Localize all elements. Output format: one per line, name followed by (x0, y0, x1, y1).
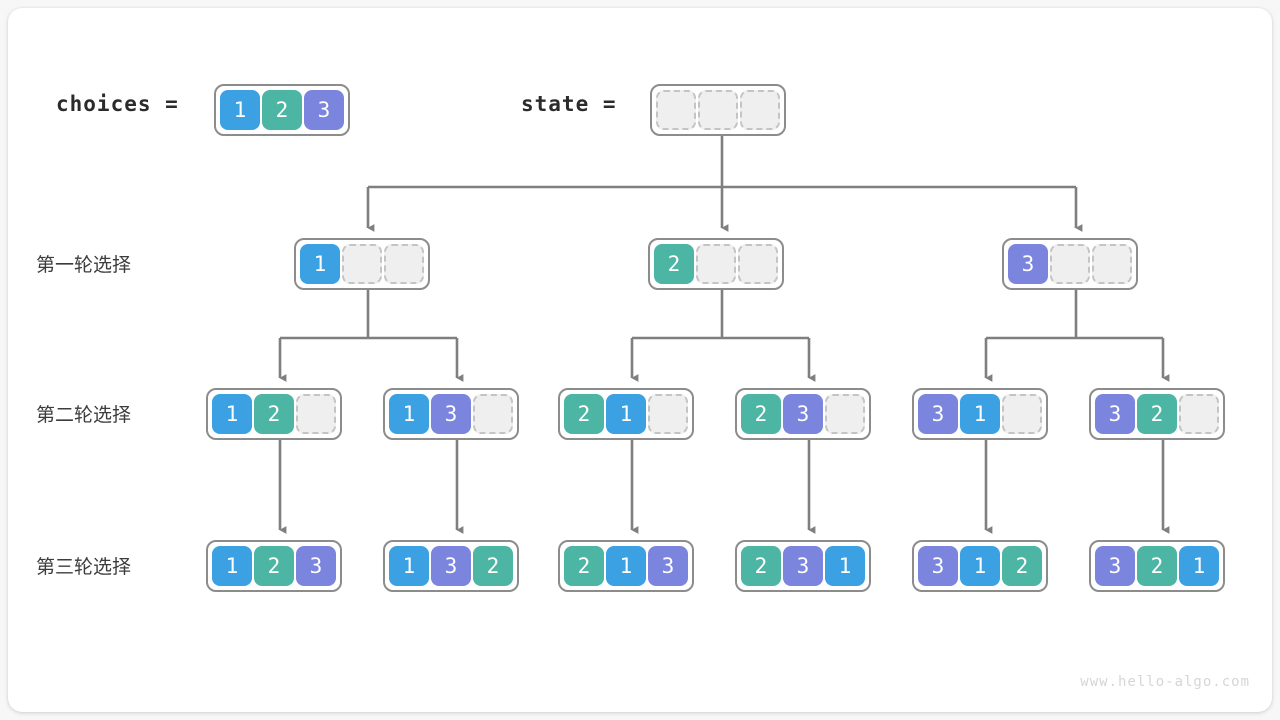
array-cell-empty (296, 394, 336, 434)
state-label: state = (521, 92, 617, 116)
diagram-card (8, 8, 1272, 712)
level1-node-3: 3 (1002, 238, 1138, 290)
state-array (650, 84, 786, 136)
array-cell-filled: 3 (918, 546, 958, 586)
row-label-round-3: 第三轮选择 (36, 557, 132, 578)
level1-node-2: 2 (648, 238, 784, 290)
array-cell-empty (648, 394, 688, 434)
array-cell-empty (1002, 394, 1042, 434)
array-cell-filled: 3 (304, 90, 344, 130)
array-cell-filled: 2 (654, 244, 694, 284)
array-cell-filled: 2 (1137, 394, 1177, 434)
array-cell-filled: 3 (296, 546, 336, 586)
row-label-round-2: 第二轮选择 (36, 405, 132, 426)
array-cell-filled: 1 (606, 394, 646, 434)
array-cell-filled: 3 (918, 394, 958, 434)
array-cell-empty (1092, 244, 1132, 284)
array-cell-empty (738, 244, 778, 284)
array-cell-empty (656, 90, 696, 130)
array-cell-filled: 2 (1002, 546, 1042, 586)
array-cell-empty (1050, 244, 1090, 284)
array-cell-filled: 2 (473, 546, 513, 586)
array-cell-filled: 2 (254, 394, 294, 434)
array-cell-filled: 1 (389, 394, 429, 434)
array-cell-empty (698, 90, 738, 130)
array-cell-filled: 2 (254, 546, 294, 586)
array-cell-filled: 2 (564, 546, 604, 586)
array-cell-filled: 3 (783, 394, 823, 434)
array-cell-empty (342, 244, 382, 284)
array-cell-filled: 3 (1095, 546, 1135, 586)
array-cell-filled: 1 (389, 546, 429, 586)
array-cell-filled: 3 (648, 546, 688, 586)
array-cell-filled: 3 (1008, 244, 1048, 284)
watermark: www.hello-algo.com (1080, 674, 1250, 690)
array-cell-filled: 1 (220, 90, 260, 130)
array-cell-empty (696, 244, 736, 284)
array-cell-filled: 1 (212, 546, 252, 586)
array-cell-empty (740, 90, 780, 130)
array-cell-filled: 1 (212, 394, 252, 434)
array-cell-empty (825, 394, 865, 434)
array-cell-filled: 3 (783, 546, 823, 586)
array-cell-filled: 1 (960, 546, 1000, 586)
array-cell-filled: 3 (1095, 394, 1135, 434)
array-cell-filled: 2 (564, 394, 604, 434)
array-cell-empty (473, 394, 513, 434)
array-cell-filled: 1 (1179, 546, 1219, 586)
array-cell-filled: 2 (741, 546, 781, 586)
array-cell-filled: 3 (431, 394, 471, 434)
array-cell-filled: 1 (300, 244, 340, 284)
choices-label: choices = (56, 92, 179, 116)
array-cell-filled: 1 (960, 394, 1000, 434)
array-cell-filled: 2 (262, 90, 302, 130)
array-cell-filled: 2 (1137, 546, 1177, 586)
level1-node-1: 1 (294, 238, 430, 290)
array-cell-filled: 1 (606, 546, 646, 586)
row-label-round-1: 第一轮选择 (36, 255, 132, 276)
array-cell-filled: 2 (741, 394, 781, 434)
array-cell-empty (384, 244, 424, 284)
array-cell-filled: 3 (431, 546, 471, 586)
array-cell-empty (1179, 394, 1219, 434)
array-cell-filled: 1 (825, 546, 865, 586)
